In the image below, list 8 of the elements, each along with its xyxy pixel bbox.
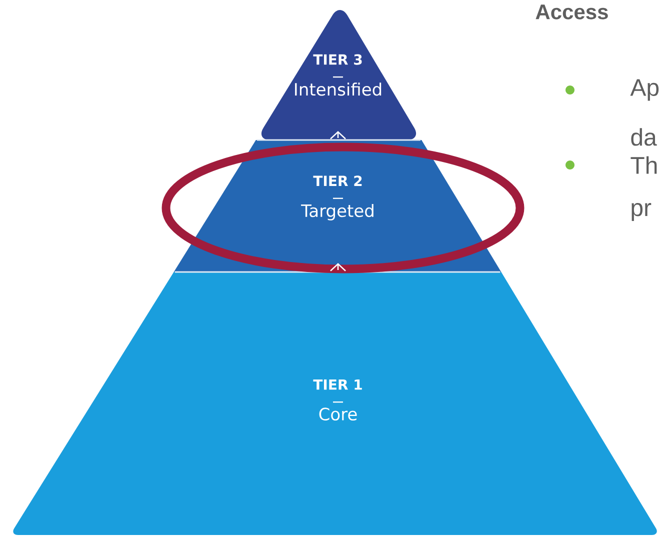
heading: Access bbox=[536, 4, 608, 20]
tier-band: TIER 2 Targeted bbox=[174, 140, 502, 272]
bullet-text: Ap bbox=[630, 79, 659, 101]
bullet-text: pr bbox=[632, 203, 652, 221]
tier-band: TIER 3 Intensified bbox=[261, 10, 416, 140]
bullet-text: Th bbox=[630, 156, 657, 174]
bullet-text: da bbox=[631, 128, 657, 146]
tier-band: TIER 1 Core bbox=[13, 272, 657, 535]
